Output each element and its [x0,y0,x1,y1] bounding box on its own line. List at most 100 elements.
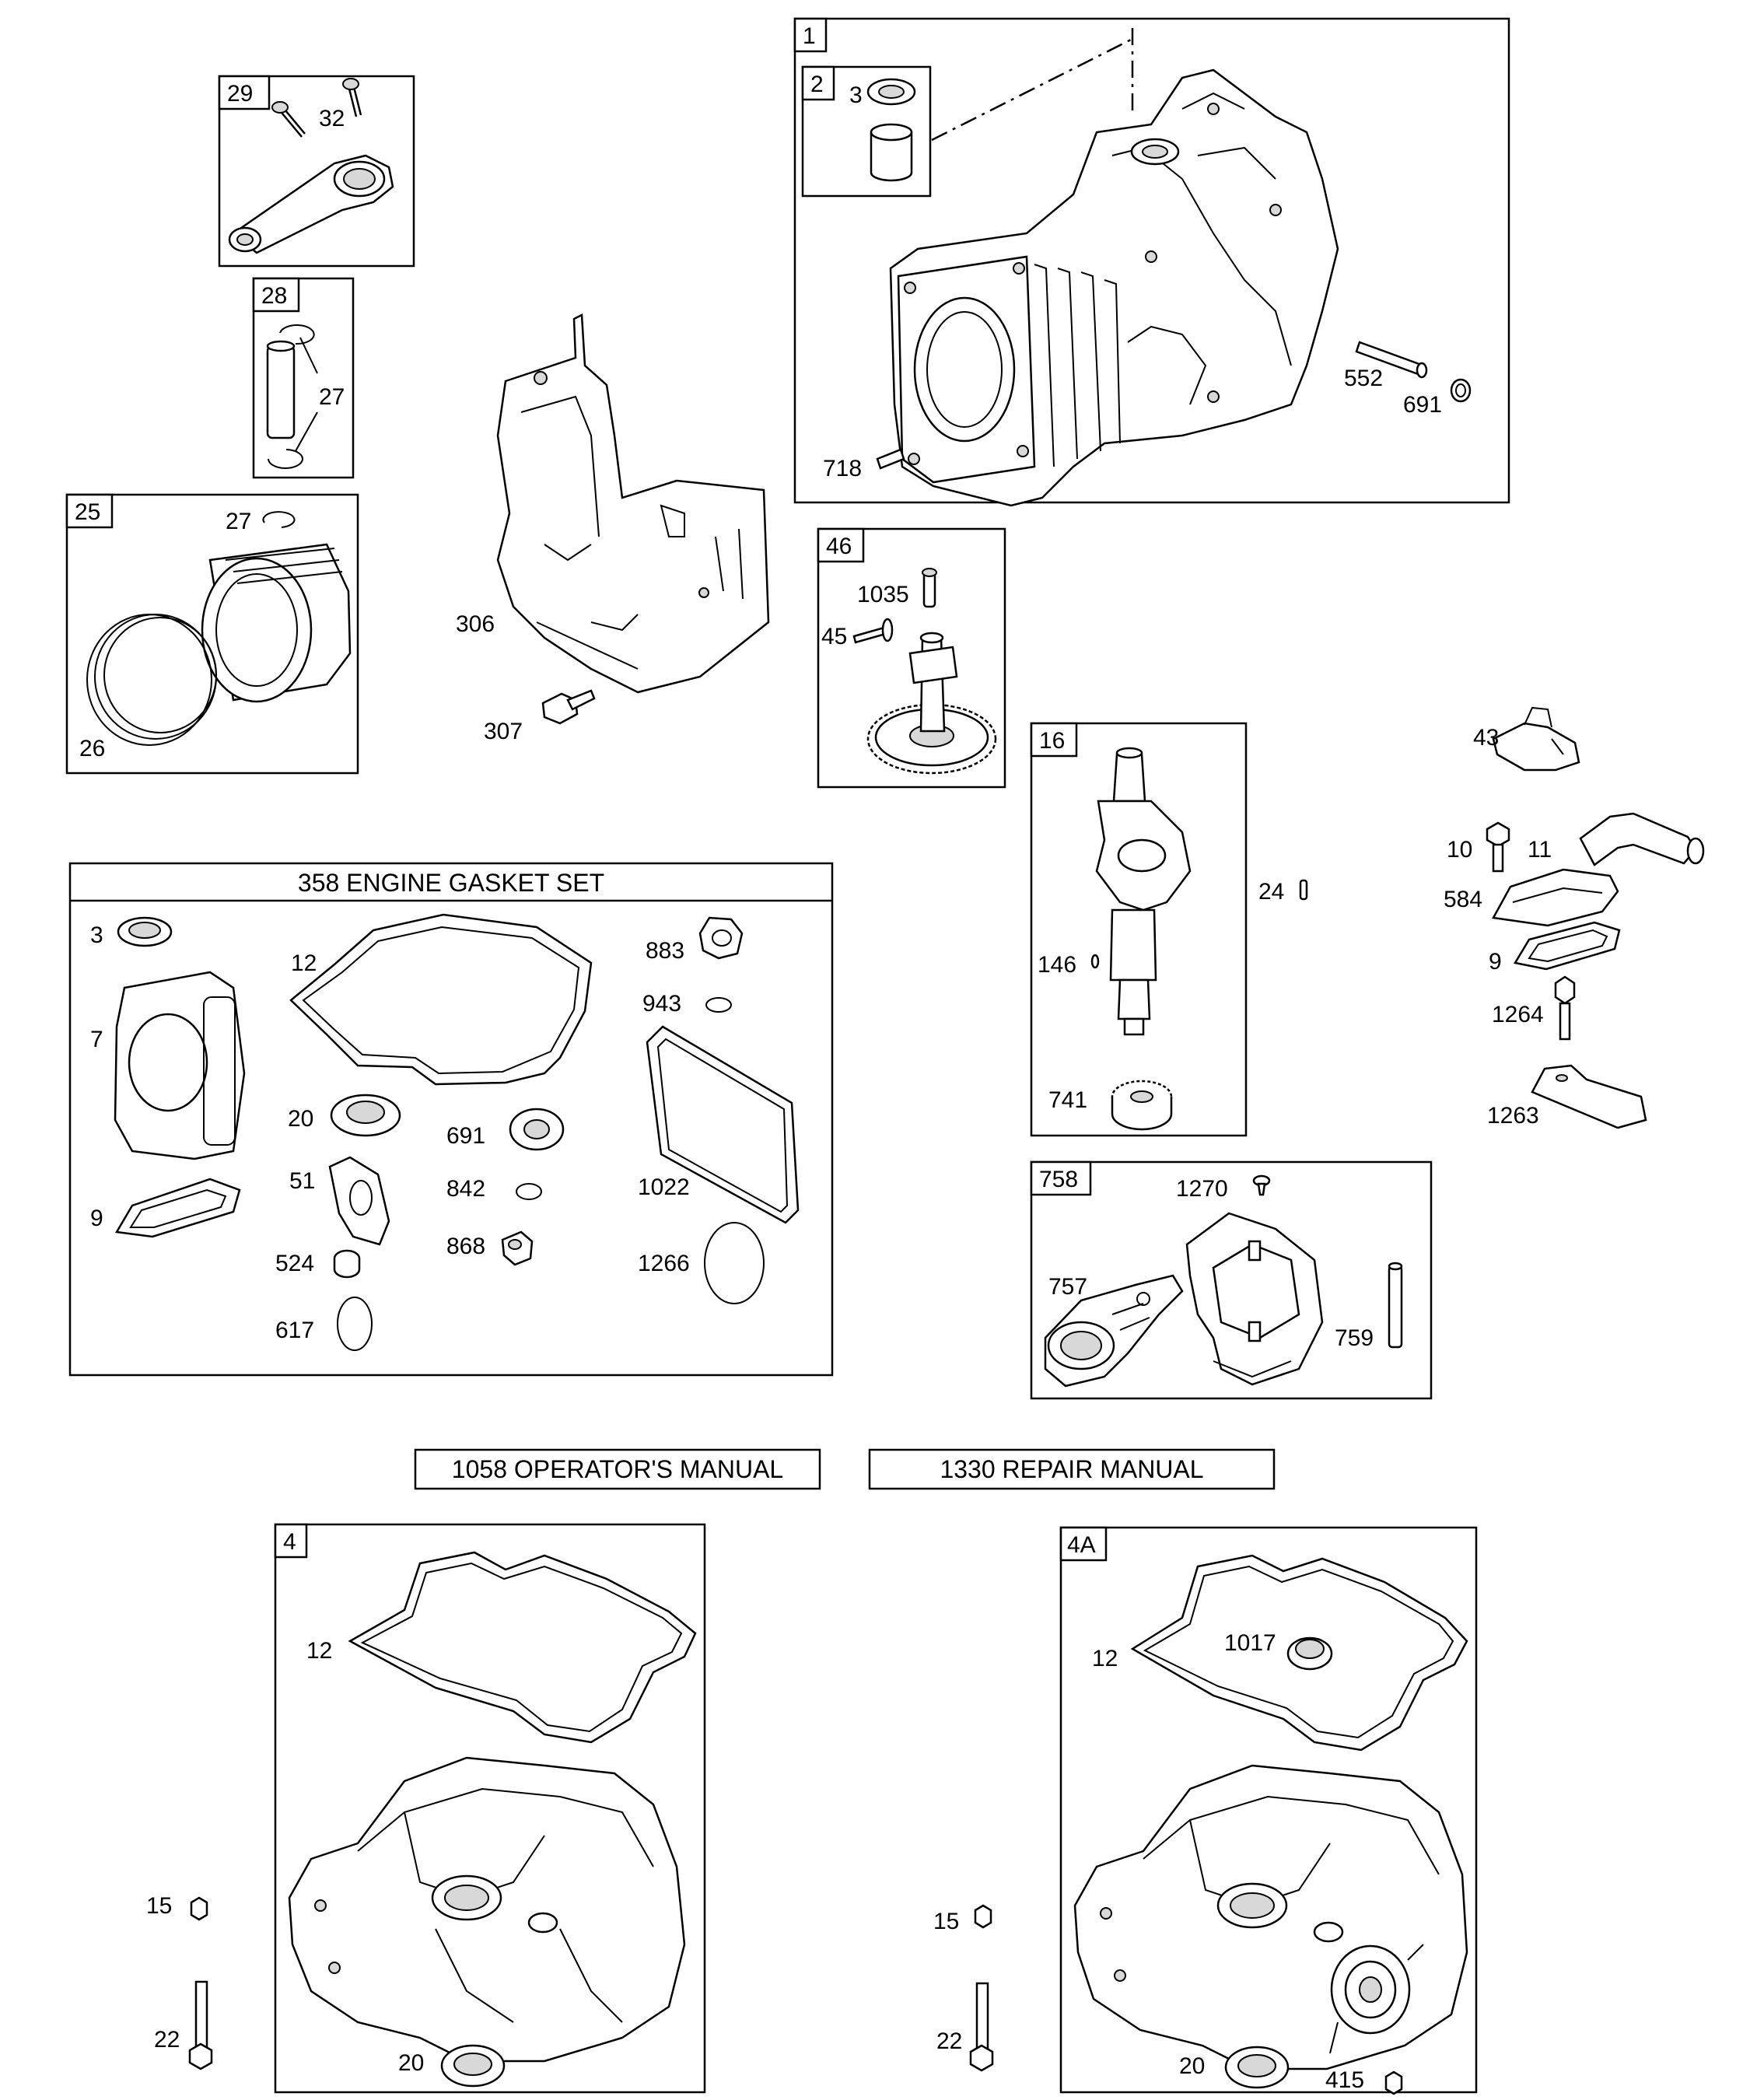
gear-cover-757-part [1044,1274,1184,1388]
label-759: 759 [1335,1325,1374,1351]
group-29-tag [218,75,271,110]
key-24-part [1299,879,1308,901]
bearing-sleeve-part [870,123,913,182]
o-ring-842-part [516,1183,542,1200]
group-4-label-20: 20 [398,2050,424,2076]
label-146: 146 [1038,952,1076,978]
label-1035: 1035 [857,582,909,607]
label-584: 584 [1444,887,1482,912]
piston-pin-part [266,340,296,439]
group-16-crankshaft: 16 146 741 [1030,722,1248,1137]
head-gasket-7-part [114,971,246,1160]
group-25-tag-text: 25 [75,499,100,525]
key-146-part [1090,954,1100,969]
o-ring-617-part [337,1297,373,1351]
group-758-tag-text: 758 [1039,1167,1078,1192]
group-1-tag [793,17,828,53]
gasket-label-883: 883 [646,938,684,964]
operators-manual-frame [414,1448,821,1490]
group-4-tag [274,1523,308,1559]
gasket-9-breather-part [1514,921,1621,971]
label-691-top: 691 [1403,392,1442,418]
gasket-883-part [698,916,744,960]
group-28-piston-pin: 28 27 [252,277,355,479]
label-32: 32 [319,106,345,131]
label-24: 24 [1258,879,1284,905]
retainer-ring-part [262,511,296,528]
gasket-label-943: 943 [642,991,681,1017]
plug-15-left-part [190,1896,208,1921]
plate-1263-part [1531,1064,1647,1129]
repair-manual-title: 1330 REPAIR MANUAL [940,1455,1203,1483]
group-758-tag [1030,1160,1092,1196]
operators-manual-title: 1058 OPERATOR'S MANUAL [452,1455,783,1483]
group-4-label-22: 22 [154,2027,180,2053]
piston-part [201,543,352,703]
repair-manual-box: 1330 REPAIR MANUAL [868,1448,1276,1490]
sump-4-part [288,1756,686,2063]
group-16-tag [1030,722,1078,758]
label-45: 45 [821,624,847,649]
gasket-label-1022: 1022 [638,1174,690,1200]
group-4a-tag [1059,1526,1108,1562]
plug-524-part [333,1249,361,1279]
group-4-label-12: 12 [306,1638,332,1664]
group-758-governor: 758 1270 757 759 [1030,1160,1433,1400]
group-25-piston: 25 27 26 [65,493,359,775]
group-29-connecting-rod: 29 32 [218,75,415,268]
seal-691-part [509,1108,565,1151]
label-306: 306 [456,611,495,637]
cover-584-part [1492,868,1619,927]
repair-manual-frame [868,1448,1276,1490]
label-11: 11 [1528,837,1552,863]
screw-1264-part [1554,975,1576,1041]
gasket-label-691: 691 [446,1123,485,1149]
label-718: 718 [823,456,862,481]
group-4a-label-12: 12 [1092,1646,1118,1671]
gasket-label-9: 9 [90,1206,103,1231]
seal-20-part [330,1094,401,1137]
sump-gasket-12-part [348,1551,697,1744]
valve-cover-gasket-1022-part [646,1025,800,1224]
o-ring-1266-part [704,1222,765,1304]
gasket-51-part [328,1156,390,1246]
oil-seal-part [866,78,916,106]
tube-11-part [1579,812,1705,866]
timing-gear-741-part [1111,1080,1173,1131]
label-552: 552 [1344,366,1383,391]
label-757: 757 [1048,1274,1087,1300]
group-4-tag-text: 4 [283,1529,296,1555]
connecting-rod-part [228,154,394,254]
group-4a-label-1017: 1017 [1224,1630,1276,1656]
leader-27 [295,337,318,452]
valve-43-part [1492,706,1580,772]
gasket-label-12: 12 [291,950,317,976]
label-27-pin: 27 [319,384,345,410]
label-26: 26 [79,736,105,761]
label-9-breather: 9 [1489,949,1502,975]
o-ring-943-part [705,997,732,1013]
gasket-label-868: 868 [446,1234,485,1259]
group-4a-label-415: 415 [1325,2067,1364,2093]
bolt-22-right-part [969,1982,994,2072]
label-307: 307 [484,719,523,744]
gasket-label-51: 51 [289,1168,315,1194]
screw-1270-part [1252,1174,1271,1196]
rod-bolt-part [271,78,362,138]
group-4-sump: 4 12 20 [274,1523,706,2094]
piston-rings-part [86,614,217,746]
group-25-tag [65,493,114,529]
air-guide-306-part [496,313,770,694]
group-358-gasket-set: 358 ENGINE GASKET SET 3 12 883 943 7 20 [68,862,834,1377]
group-29-tag-text: 29 [227,81,253,107]
group-4a-label-22: 22 [936,2028,962,2054]
seal-868-part [501,1230,534,1266]
pin-1035-part [922,568,937,608]
retainer-ring-bottom-part [268,449,303,469]
gasket-9-part [114,1178,241,1238]
pin-718-part [876,448,905,470]
label-10: 10 [1447,837,1472,863]
screw-307-part [541,689,596,725]
sump-seal-20-4a-part [1224,2046,1290,2089]
bolt-10-part [1486,821,1510,873]
